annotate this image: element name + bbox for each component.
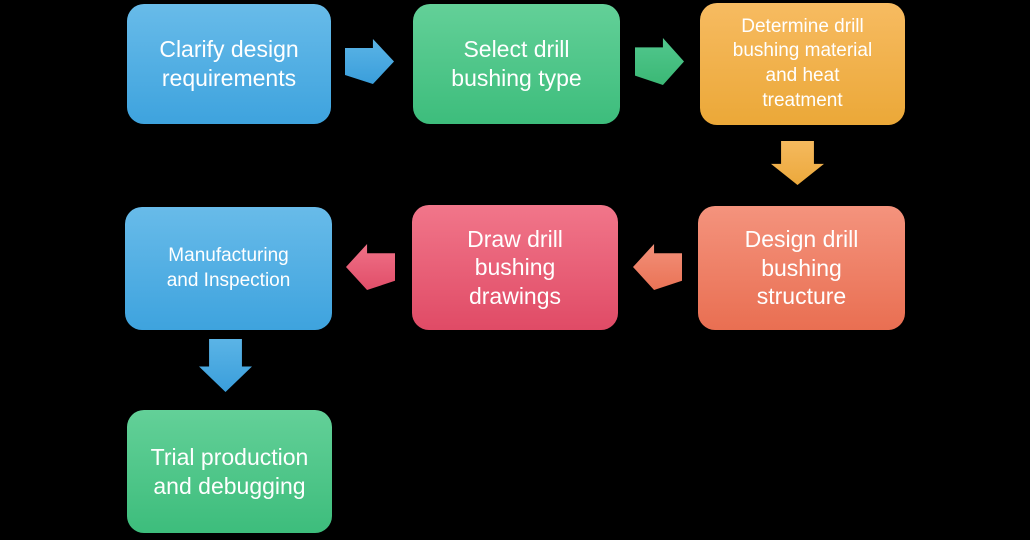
node-label: Design drill bushing structure xyxy=(744,226,859,310)
node-label: Draw drill bushing drawings xyxy=(467,225,563,309)
arrow-right-icon xyxy=(635,38,684,85)
node-design-drill-bushing-structure: Design drill bushing structure xyxy=(698,206,905,330)
node-clarify-design-requirements: Clarify design requirements xyxy=(127,4,331,124)
node-trial-production-and-debugging: Trial production and debugging xyxy=(127,410,332,533)
node-draw-drill-bushing-drawings: Draw drill bushing drawings xyxy=(412,205,618,330)
node-label: Trial production and debugging xyxy=(150,443,309,499)
arrow-down-icon xyxy=(771,141,824,185)
arrow-left-icon xyxy=(633,244,682,290)
node-label: Select drill bushing type xyxy=(451,36,582,91)
arrow-left-icon xyxy=(346,244,395,290)
node-label: Clarify design requirements xyxy=(159,36,299,91)
arrow-right-icon xyxy=(345,39,394,84)
node-label: Manufacturing and Inspection xyxy=(166,244,291,291)
node-determine-material-heat-treatment: Determine drill bushing material and hea… xyxy=(700,3,905,125)
node-label: Determine drill bushing material and hea… xyxy=(732,15,873,111)
arrow-down-icon xyxy=(199,339,252,392)
node-select-drill-bushing-type: Select drill bushing type xyxy=(413,4,620,124)
node-manufacturing-and-inspection: Manufacturing and Inspection xyxy=(125,207,332,330)
